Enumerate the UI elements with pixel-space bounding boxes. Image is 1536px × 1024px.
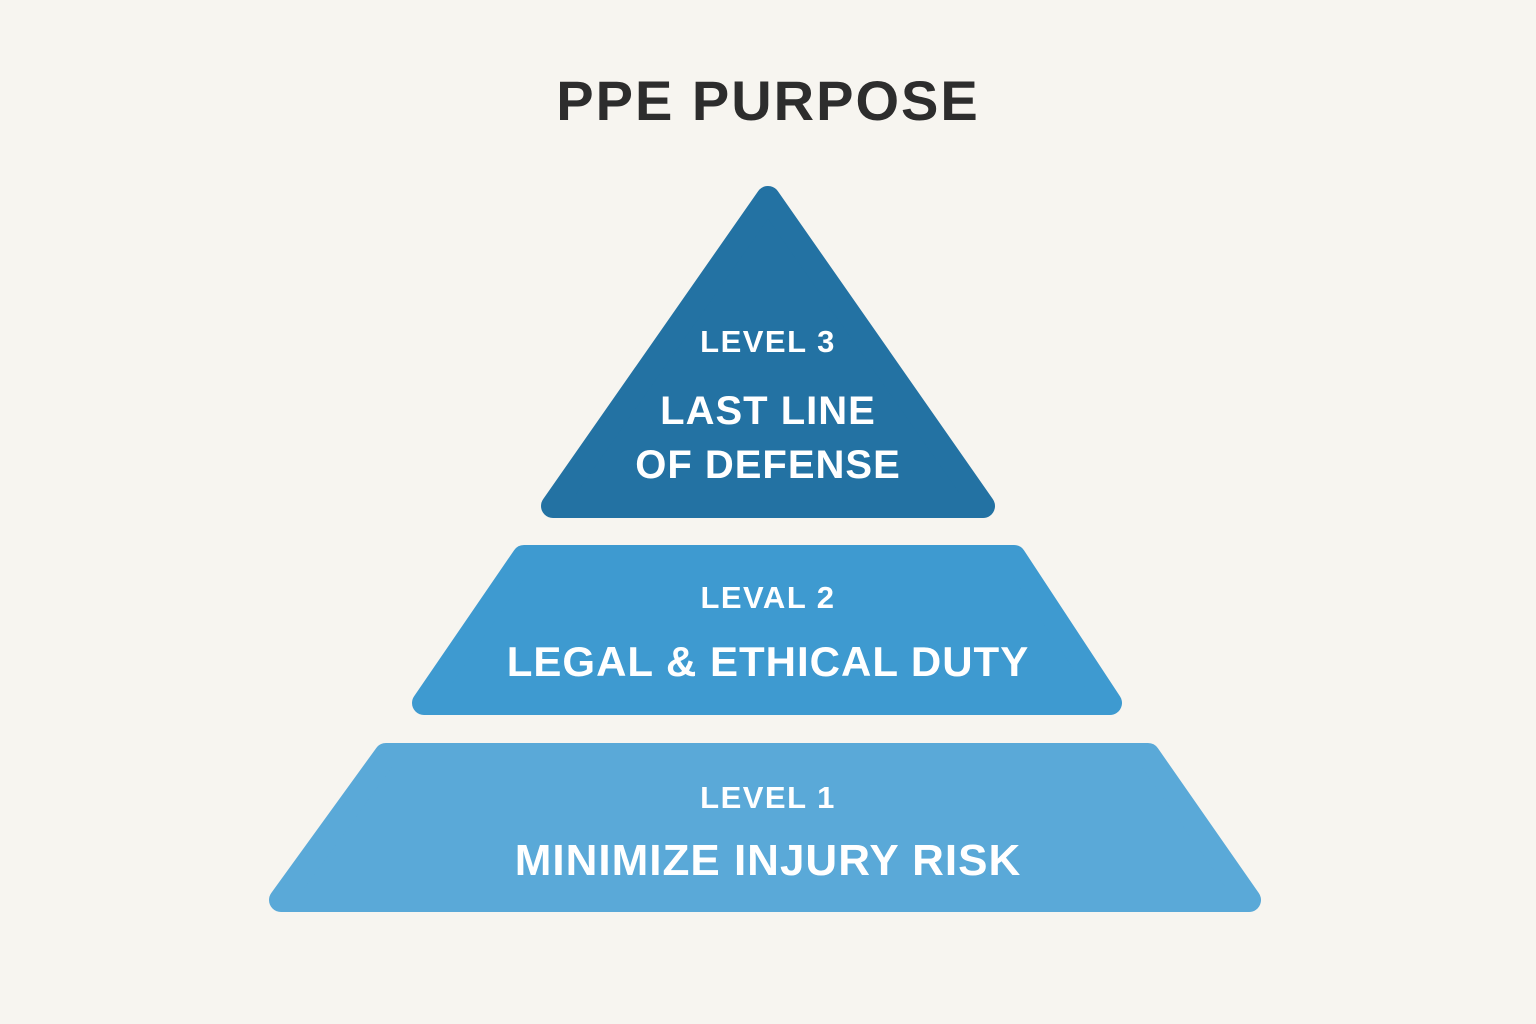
level-3-title-line-2: OF DEFENSE (635, 443, 901, 487)
level-1-tag: LEVEL 1 (700, 780, 836, 815)
pyramid-level-1-shape (269, 743, 1261, 912)
level-3-tag: LEVEL 3 (700, 324, 836, 359)
pyramid-level-2-shape (412, 545, 1122, 715)
level-1-title: MINIMIZE INJURY RISK (514, 836, 1022, 885)
page-title: PPE PURPOSE (556, 69, 980, 132)
pyramid-level-3-shape (541, 186, 995, 518)
level-2-title: LEGAL & ETHICAL DUTY (506, 638, 1030, 685)
level-3-title-line-1: LAST LINE (660, 389, 876, 433)
level-2-tag: LEVAL 2 (700, 580, 836, 615)
